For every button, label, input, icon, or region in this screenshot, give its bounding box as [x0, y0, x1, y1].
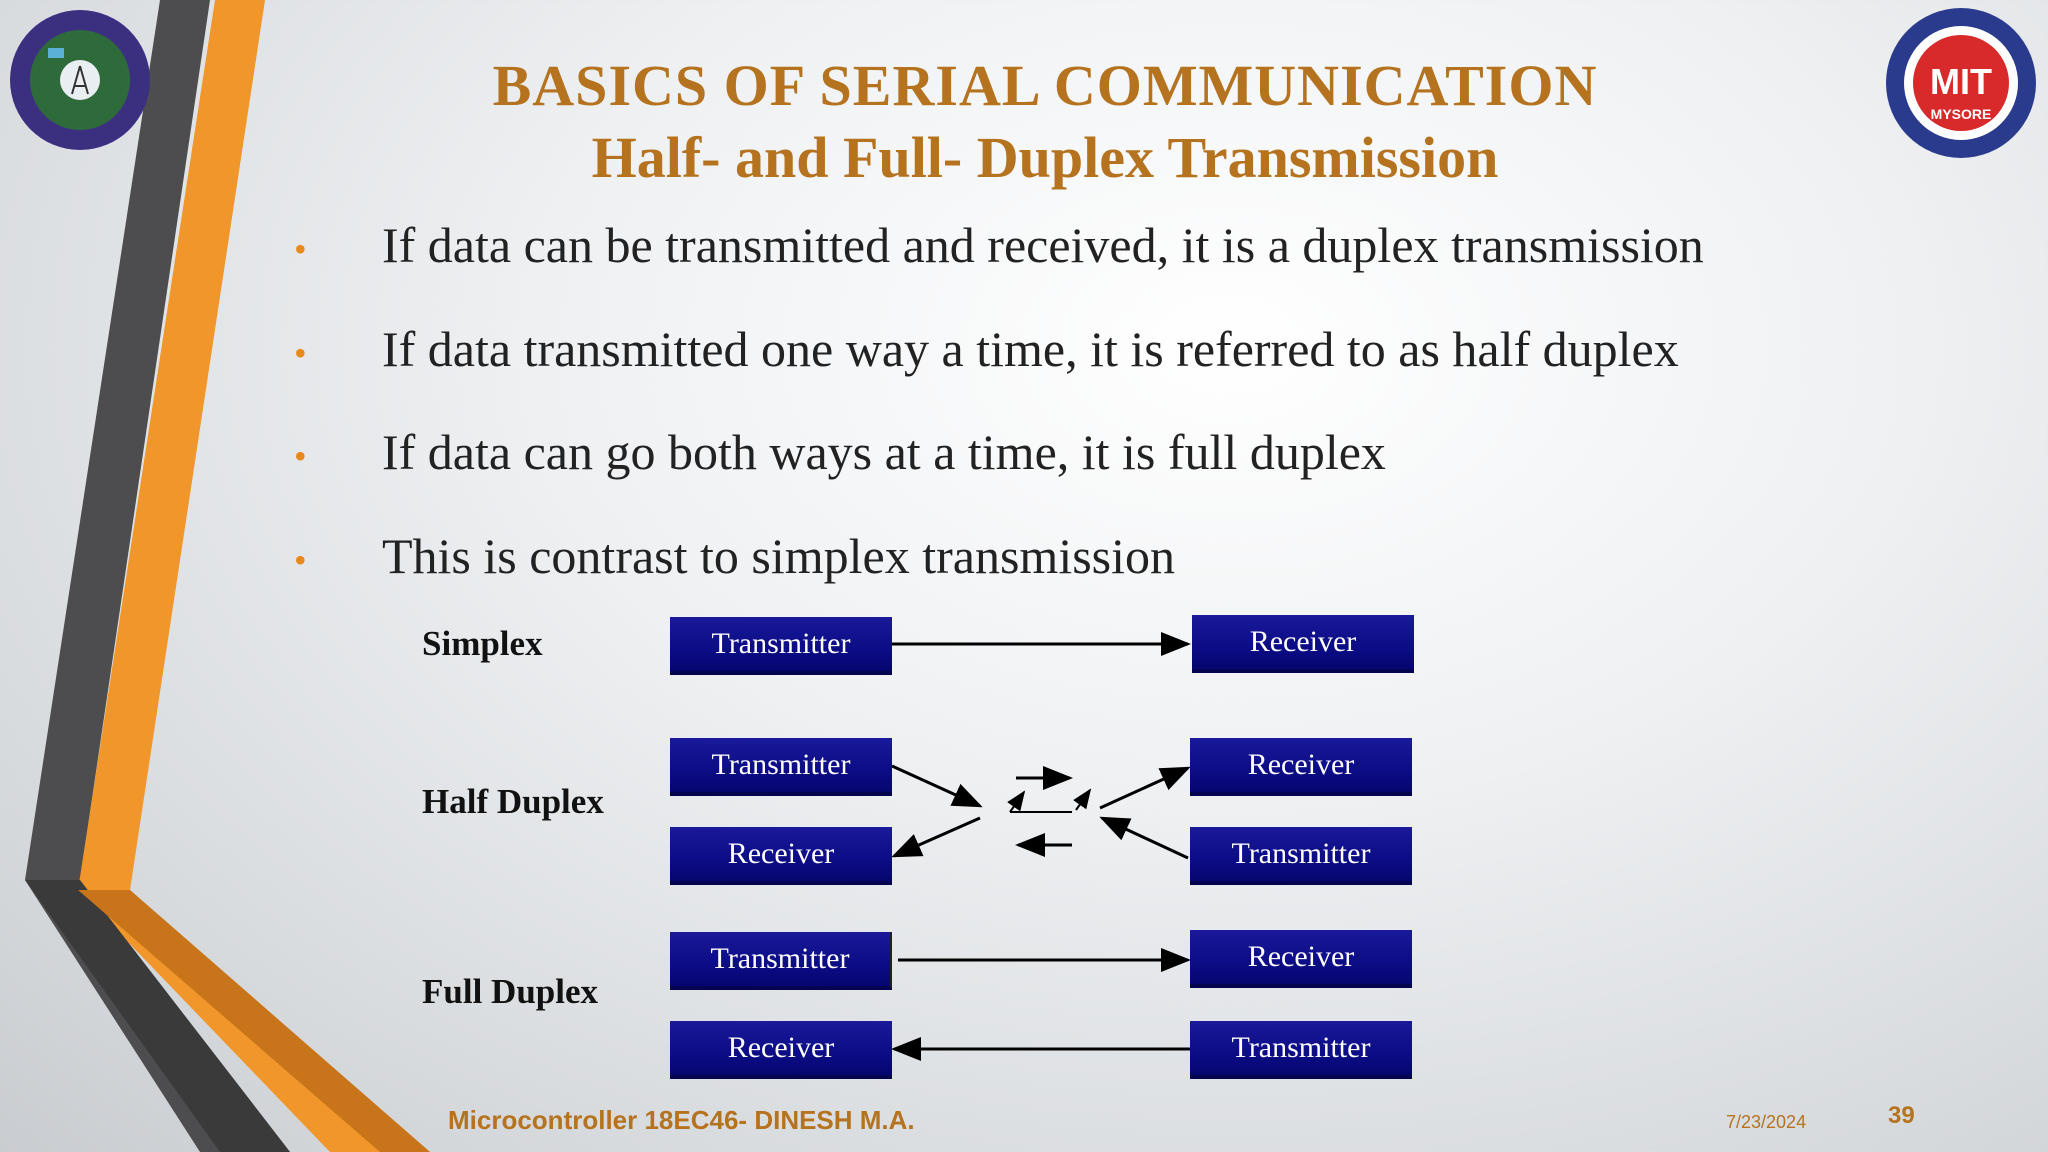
footer-date: 7/23/2024: [1726, 1112, 1807, 1132]
simplex-receiver-box: Receiver: [1192, 615, 1414, 673]
mit-mysore-logo: MIT MYSORE: [1884, 6, 2038, 165]
full-duplex-right-receiver-box: Receiver: [1190, 930, 1412, 988]
bullet-dot-icon: •: [294, 229, 307, 269]
full-duplex-left-receiver-box: Receiver: [670, 1021, 892, 1079]
bullet-dot-icon: •: [294, 436, 307, 476]
half-duplex-left-transmitter-box: Transmitter: [670, 738, 892, 796]
bullet-dot-icon: •: [294, 539, 307, 580]
slide-subtitle: Half- and Full- Duplex Transmission: [591, 125, 1499, 190]
mysore-text: MYSORE: [1931, 106, 1992, 122]
simplex-transmitter-box: Transmitter: [670, 617, 892, 675]
half-duplex-left-receiver-box: Receiver: [670, 827, 892, 885]
full-duplex-label: Full Duplex: [422, 972, 599, 1011]
half-duplex-label: Half Duplex: [422, 782, 604, 821]
slide-number: 39: [1888, 1102, 1915, 1129]
half-duplex-right-transmitter-box: Transmitter: [1190, 827, 1412, 885]
full-duplex-left-transmitter-box: Transmitter: [670, 932, 892, 990]
emiters-logo: [8, 8, 152, 157]
simplex-label: Simplex: [422, 624, 543, 663]
slide-title: BASICS OF SERIAL COMMUNICATION: [492, 53, 1598, 118]
footer-course: Microcontroller 18EC46- DINESH M.A.: [448, 1105, 915, 1135]
mit-mark: MIT: [1930, 61, 1992, 102]
full-duplex-right-transmitter-box: Transmitter: [1190, 1021, 1412, 1079]
half-duplex-right-receiver-box: Receiver: [1190, 738, 1412, 796]
bullet-dot-icon: •: [294, 332, 307, 373]
